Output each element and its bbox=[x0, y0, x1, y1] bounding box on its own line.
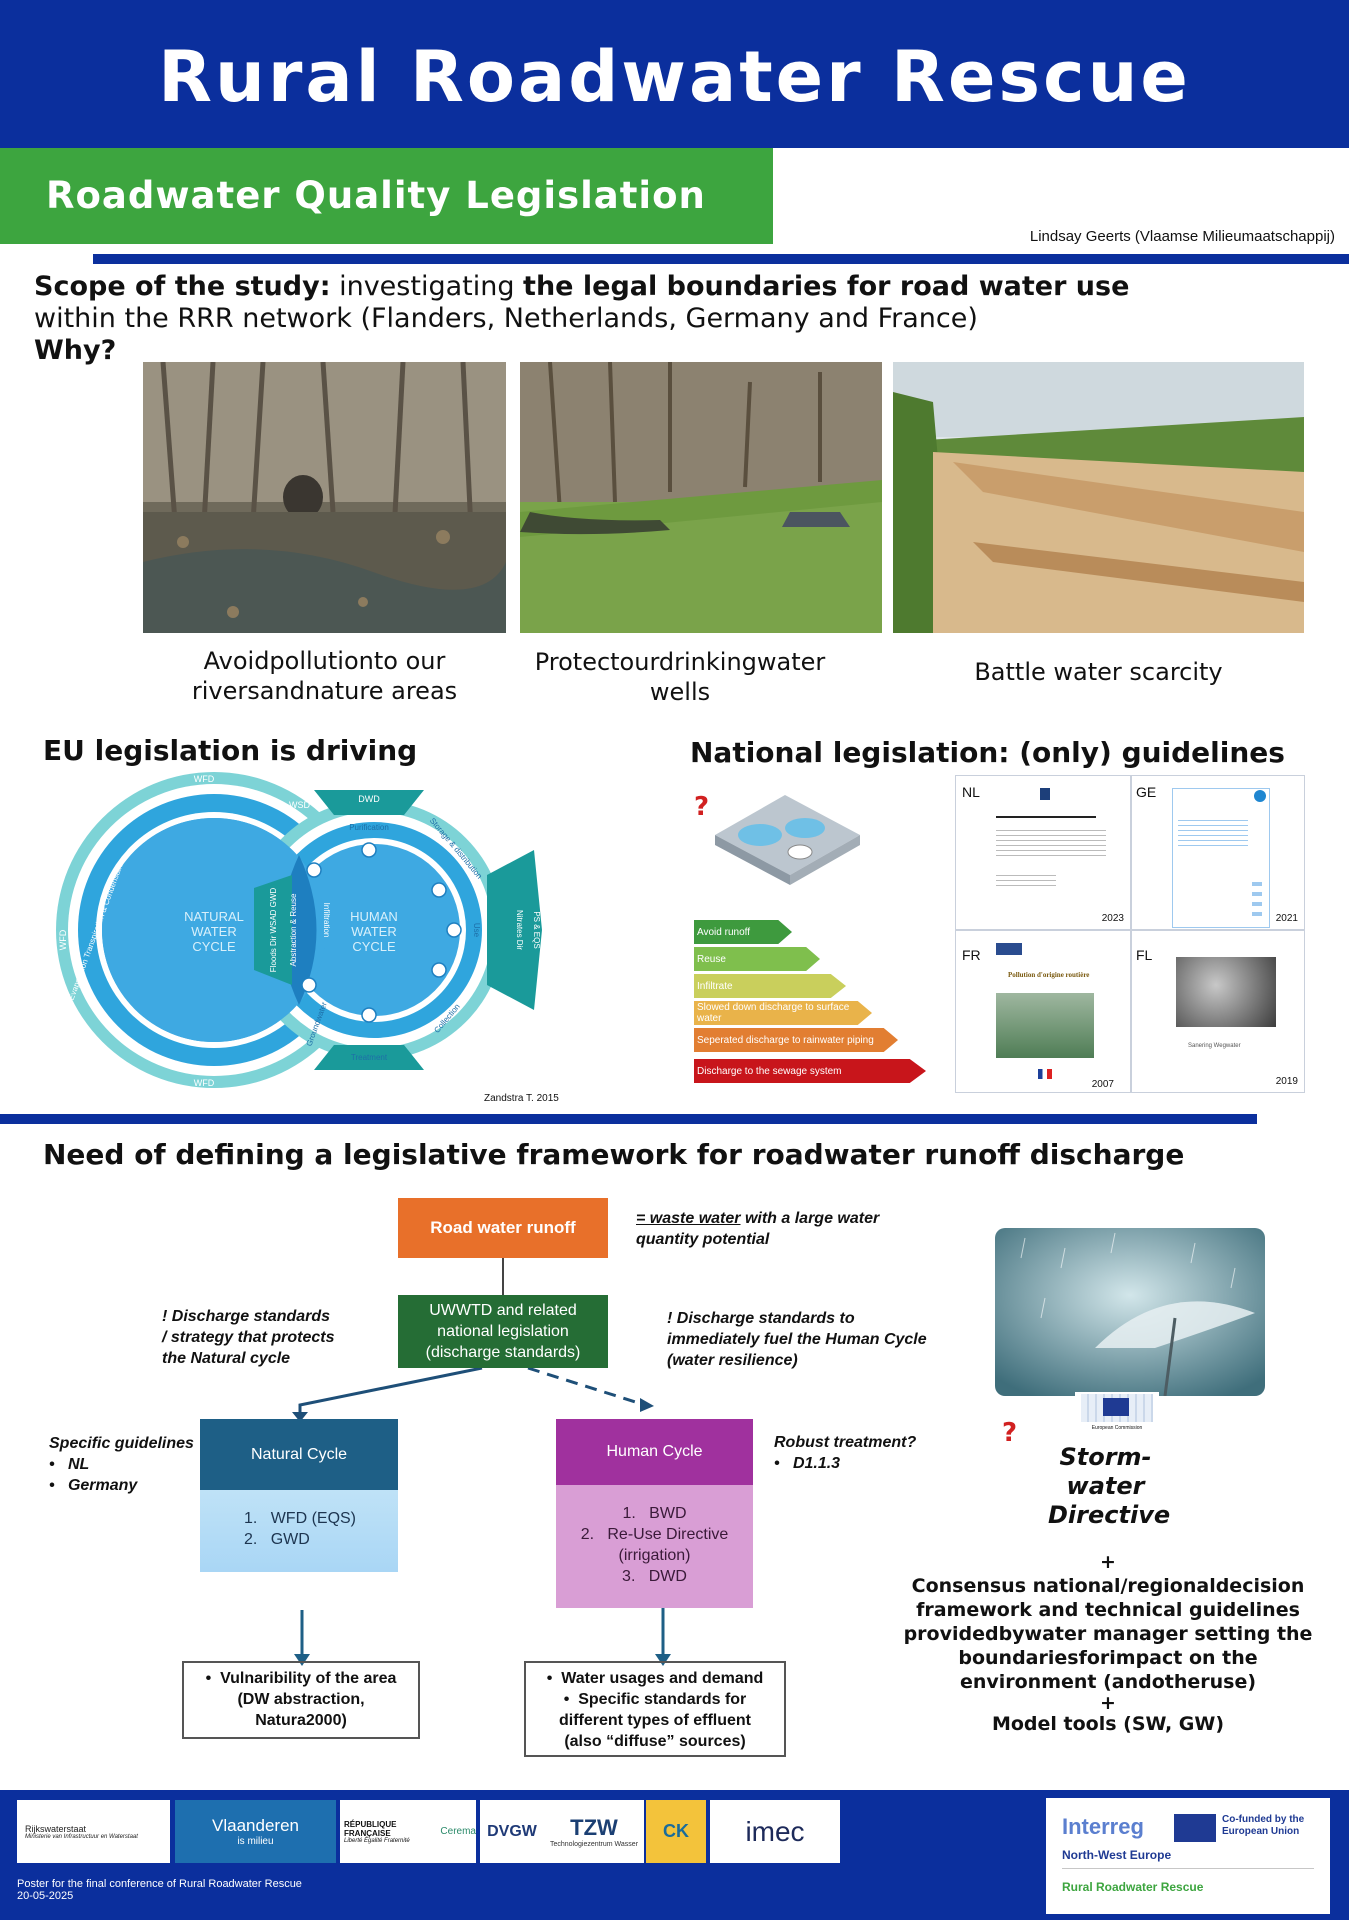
human-cycle-line1: HUMAN bbox=[350, 909, 398, 924]
interreg-logo: Interreg Co-funded by the European Union… bbox=[1046, 1798, 1330, 1914]
ring-label-wfd-bottom: WFD bbox=[194, 1078, 215, 1088]
logo-rijkswaterstaat: Rijkswaterstaat Ministerie van Infrastru… bbox=[17, 1800, 170, 1863]
title-banner bbox=[0, 0, 1349, 148]
natural-cycle-head: Natural Cycle bbox=[200, 1419, 398, 1490]
doc-nl[interactable]: NL 2023 bbox=[955, 775, 1131, 930]
stormwater-question-mark: ? bbox=[1002, 1418, 1018, 1448]
human-cycle-body: 1. BWD 2. Re-Use Directive (irrigation) … bbox=[556, 1485, 753, 1608]
scope-text: Scope of the study: investigating the le… bbox=[34, 271, 1130, 366]
caption-scarcity: Battle water scarcity bbox=[974, 658, 1223, 686]
framework-connectors bbox=[292, 1258, 671, 1666]
ring-label-treatment: Treatment bbox=[351, 1053, 388, 1062]
logo-imec: imec bbox=[710, 1800, 840, 1863]
ring-label-purification: Purification bbox=[349, 823, 389, 832]
ring-label-wsd: WSD bbox=[289, 800, 310, 810]
plus-sign: + bbox=[1100, 1551, 1116, 1573]
ladder-step-reuse: Reuse bbox=[694, 947, 820, 971]
ladder-step-sewage: Discharge to the sewage system bbox=[694, 1059, 926, 1083]
caption-wells: Protectourdrinkingwater wells bbox=[534, 648, 826, 706]
doc-fl[interactable]: FL Sanering Wegwater 2019 bbox=[1131, 930, 1305, 1093]
umbrella-rain-photo bbox=[995, 1228, 1265, 1396]
specific-guidelines: Specific guidelines • NL • Germany bbox=[49, 1435, 194, 1494]
human-cycle-head: Human Cycle bbox=[556, 1419, 753, 1485]
scope-label: Scope of the study: bbox=[34, 271, 331, 302]
ring-label-dwd: DWD bbox=[358, 794, 380, 804]
photo-drinking-water-well bbox=[520, 362, 882, 633]
poster-subtitle: Roadwater Quality Legislation bbox=[46, 174, 706, 217]
discharge-ladder: Avoid runoff Reuse Infiltrate Slowed dow… bbox=[694, 920, 926, 1090]
eu-flag-icon bbox=[1103, 1398, 1129, 1416]
eu-diagram-credit: Zandstra T. 2015 bbox=[484, 1093, 559, 1104]
ring-label-use: Use bbox=[472, 923, 481, 938]
why-label: Why? bbox=[34, 335, 117, 366]
ladder-step-avoid-runoff: Avoid runoff bbox=[694, 920, 792, 944]
logo-vlaanderen: Vlaanderen is milieu bbox=[175, 1800, 336, 1863]
eu-water-cycle-diagram: NATURAL WATER CYCLE HUMAN WATER CYCLE WF… bbox=[44, 770, 544, 1090]
photo-polluted-river bbox=[143, 362, 506, 633]
logo-republique-francaise: RÉPUBLIQUE FRANÇAISE Liberté Égalité Fra… bbox=[340, 1800, 476, 1863]
ring-label-wfd-top: WFD bbox=[194, 774, 215, 784]
robust-treatment: Robust treatment? • D1.1.3 bbox=[774, 1434, 917, 1472]
divider-middle bbox=[0, 1114, 1257, 1124]
logo-cerema: Cerema bbox=[440, 1826, 476, 1837]
logo-ck: CK bbox=[646, 1800, 706, 1863]
ring-label-ps-eqs: PS & EQS bbox=[532, 911, 541, 948]
fl-doc-photo bbox=[1176, 957, 1276, 1027]
national-question-mark: ? bbox=[694, 792, 710, 822]
human-cycle-line3: CYCLE bbox=[352, 939, 396, 954]
photo-dry-field bbox=[893, 362, 1304, 633]
vulnerability-box: • Vulnaribility of the area (DW abstract… bbox=[182, 1661, 420, 1739]
natural-cycle-line1: NATURAL bbox=[184, 909, 244, 924]
waste-water-note: = waste water with a large water quantit… bbox=[636, 1210, 880, 1248]
road-water-runoff-box: Road water runoff bbox=[398, 1198, 608, 1258]
national-title: National legislation: (only) guidelines bbox=[690, 736, 1285, 769]
eu-flag-icon-footer bbox=[1174, 1814, 1216, 1842]
right-discharge-note: ! Discharge standards to immediately fue… bbox=[667, 1310, 927, 1369]
ge-logo-icon bbox=[1254, 790, 1266, 802]
natural-cycle-line2: WATER bbox=[191, 924, 237, 939]
ring-label-wfd-left: WFD bbox=[58, 929, 68, 950]
ring-label-uwwtd: UWWTD bbox=[351, 1074, 387, 1084]
eu-title: EU legislation is driving bbox=[43, 734, 418, 767]
ladder-step-separated: Seperated discharge to rainwater piping bbox=[694, 1028, 898, 1052]
divider-top bbox=[93, 254, 1349, 264]
consensus-block: + Consensus national/regionaldecision fr… bbox=[888, 1550, 1328, 1736]
natural-cycle-line3: CYCLE bbox=[192, 939, 236, 954]
author-credit: Lindsay Geerts (Vlaamse Milieumaatschapp… bbox=[1029, 228, 1335, 245]
natural-cycle-body: 1. WFD (EQS) 2. GWD bbox=[200, 1490, 398, 1572]
framework-title: Need of defining a legislative framework… bbox=[43, 1138, 1185, 1171]
stormwater-directive: Storm- water Directive bbox=[1048, 1443, 1171, 1529]
left-discharge-note: ! Discharge standards / strategy that pr… bbox=[162, 1308, 335, 1367]
water-usage-box: • Water usages and demand • Specific sta… bbox=[524, 1661, 786, 1757]
subtitle-banner bbox=[0, 148, 773, 244]
poster-note: Poster for the final conference of Rural… bbox=[17, 1878, 302, 1902]
doc-ge[interactable]: GE 2021 bbox=[1131, 775, 1305, 930]
doc-fr[interactable]: FR Pollution d'origine routière 2007 bbox=[955, 930, 1131, 1093]
caption-pollution: Avoidpollutionto our riversandnature are… bbox=[191, 647, 458, 705]
ring-label-nitrates: Nitrates Dir bbox=[515, 910, 524, 950]
ring-label-infiltration: Infiltration bbox=[322, 903, 331, 938]
european-commission-logo: European Commission bbox=[1075, 1392, 1159, 1438]
fr-doc-photo bbox=[996, 993, 1094, 1058]
poster-title: Rural Roadwater Rescue bbox=[158, 36, 1191, 118]
uwwtd-box: UWWTD and related national legislation (… bbox=[398, 1295, 608, 1368]
scope-bold: the legal boundaries for road water use bbox=[523, 271, 1130, 302]
plus-sign-2: + bbox=[1100, 1692, 1116, 1714]
human-cycle-line2: WATER bbox=[351, 924, 397, 939]
ring-label-abstraction: Abstraction & Reuse bbox=[289, 893, 298, 966]
ladder-step-infiltrate: Infiltrate bbox=[694, 974, 846, 998]
infiltration-basin-icon bbox=[715, 780, 860, 890]
ring-label-inner-left: Floods Dir WSAD GWD bbox=[269, 888, 278, 973]
ladder-step-slowed: Slowed down discharge to surface water bbox=[694, 1001, 872, 1025]
setra-logo-icon bbox=[996, 943, 1022, 955]
logo-tzw: TZW Technologiezentrum Wasser bbox=[544, 1800, 644, 1863]
logo-dvgw: DVGW bbox=[480, 1800, 544, 1863]
french-flag-icon bbox=[1038, 1069, 1052, 1079]
nl-crest-icon bbox=[1040, 788, 1050, 800]
